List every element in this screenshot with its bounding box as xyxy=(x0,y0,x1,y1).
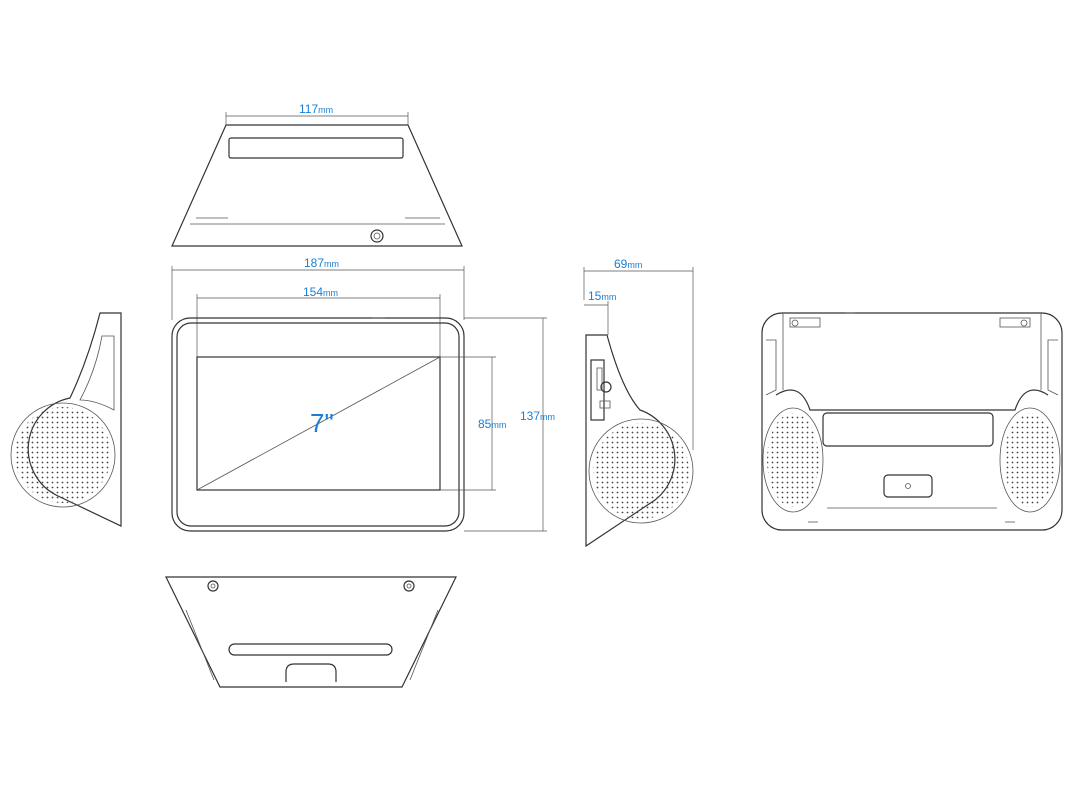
usb-port-icon xyxy=(599,400,611,409)
rear-view xyxy=(761,312,1063,531)
rear-speaker-right xyxy=(1004,413,1056,507)
dim-side-offset: 15mm xyxy=(588,289,616,303)
dim-side-depth: 69mm xyxy=(614,257,642,271)
rear-screw-left-icon xyxy=(791,319,799,327)
screw-right-icon xyxy=(403,580,415,592)
dim-screen-height: 85mm xyxy=(478,417,506,431)
front-view: 187mm 154mm 7" 85mm 137mm xyxy=(171,256,555,532)
dim-top-width: 117mm xyxy=(299,102,333,116)
rear-mount xyxy=(883,474,933,498)
speaker-grille-left xyxy=(15,407,111,503)
dim-front-height: 137mm xyxy=(520,409,555,423)
right-side-view: 69mm 15mm xyxy=(583,257,694,548)
left-side-view xyxy=(10,312,122,527)
screen-area xyxy=(196,356,441,491)
device-front-body xyxy=(171,317,465,532)
sd-slot-icon xyxy=(596,367,603,391)
dim-screen-width: 154mm xyxy=(303,285,338,299)
screen-size-label: 7" xyxy=(310,408,334,438)
bottom-view xyxy=(165,576,457,688)
speaker-grille-right xyxy=(593,423,689,519)
screw-left-icon xyxy=(207,580,219,592)
top-button-icon xyxy=(370,229,384,243)
top-view: 117mm xyxy=(171,102,463,247)
rear-screw-right-icon xyxy=(1020,319,1028,327)
device-rear-body xyxy=(761,312,1063,531)
rear-speaker-left xyxy=(767,413,819,507)
dim-front-width: 187mm xyxy=(304,256,339,270)
audio-jack-icon xyxy=(600,381,612,393)
